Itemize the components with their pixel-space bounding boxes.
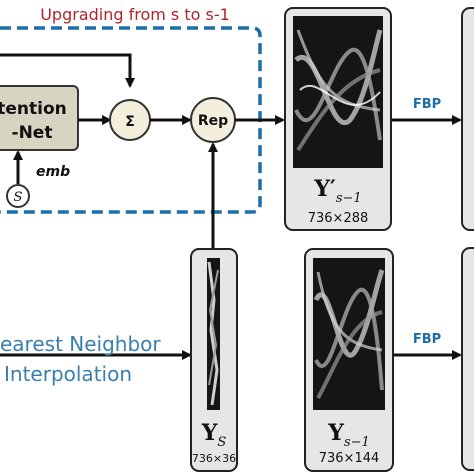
- recon-top-card: [461, 7, 474, 231]
- s-node: [6, 184, 30, 208]
- bottom-card-symbol: Ys−1: [327, 420, 370, 450]
- fbp-top-label: FBP: [413, 97, 441, 112]
- sum-symbol: Σ: [125, 114, 135, 130]
- recon-bottom-card: [461, 247, 474, 471]
- rep-label: Rep: [198, 113, 228, 129]
- interp-label-line1: earest Neighbor: [0, 332, 161, 356]
- block-label-line1: tention: [0, 99, 67, 119]
- attention-unet-block: [0, 85, 79, 151]
- upgrade-title: Upgrading from s to s-1: [40, 5, 230, 24]
- card-y-s-minus-1: [304, 248, 394, 472]
- block-label-line2: -Net: [12, 123, 53, 143]
- card-y-s: [190, 248, 238, 472]
- card-y-prime-s-minus-1: [284, 7, 392, 231]
- emb-label: emb: [36, 164, 70, 180]
- s-node-label: S: [14, 190, 23, 205]
- interp-label-line2: Interpolation: [4, 362, 132, 386]
- top-card-dims: 736×288: [308, 211, 369, 226]
- left-card-symbol: YS: [201, 420, 227, 450]
- bottom-card-dims: 736×144: [319, 451, 380, 466]
- fbp-bottom-label: FBP: [413, 332, 441, 347]
- top-card-symbol: Y′s−1: [313, 176, 361, 206]
- left-card-dims: 736×36: [192, 452, 236, 465]
- skip-connection-arrow: [0, 53, 135, 88]
